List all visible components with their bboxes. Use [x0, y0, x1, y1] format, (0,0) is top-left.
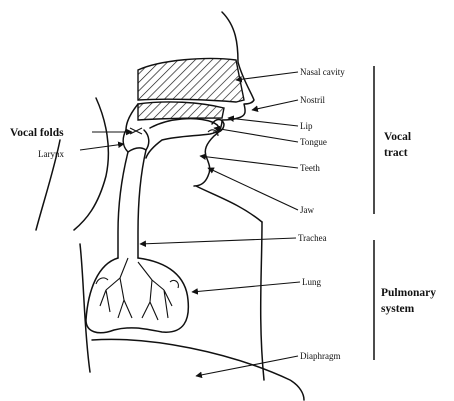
jaw-leader: [208, 168, 298, 210]
trachea-leader: [140, 238, 296, 244]
label-lung: Lung: [302, 277, 321, 287]
label-jaw: Jaw: [300, 205, 314, 215]
palate-region: [138, 102, 224, 120]
vocal-folds-mark: [130, 128, 142, 134]
torso-back-outline: [80, 244, 90, 372]
nasal-cavity-leader: [236, 72, 298, 80]
lung-leader: [192, 282, 300, 292]
diaphragm-leader: [196, 356, 298, 376]
label-tongue: Tongue: [300, 137, 327, 147]
label-diaphragm: Diaphragm: [300, 351, 341, 361]
label-larynx: Larynx: [38, 149, 64, 159]
nostril-leader: [252, 100, 298, 110]
label-trachea: Trachea: [298, 233, 327, 243]
trachea-right-wall: [138, 150, 146, 258]
neck-back-outline: [74, 98, 108, 230]
label-vocal-tract-line2: tract: [384, 147, 408, 159]
label-vocal-tract-line1: Vocal: [384, 131, 411, 143]
torso-front-outline: [261, 222, 264, 380]
label-lip: Lip: [300, 121, 313, 131]
diaphragm-line: [92, 339, 304, 400]
nasal-cavity-region: [138, 58, 244, 102]
tongue-leader: [214, 128, 298, 142]
larynx-shape: [123, 130, 149, 152]
label-nasal-cavity: Nasal cavity: [300, 67, 345, 77]
label-vocal-folds: Vocal folds: [10, 127, 64, 139]
bronchial-tree: [96, 258, 178, 320]
label-pulmonary-line1: Pulmonary: [381, 287, 436, 299]
larynx-leader: [80, 144, 124, 150]
neck-front-outline: [196, 186, 262, 222]
pharynx-back-wall: [126, 104, 138, 130]
trachea-left-wall: [118, 152, 128, 258]
lung-outline: [86, 258, 188, 333]
label-pulmonary-line2: system: [381, 303, 415, 315]
tongue-shape: [146, 119, 219, 158]
label-teeth: Teeth: [300, 163, 320, 173]
teeth-leader: [200, 156, 298, 168]
lip-leader: [228, 118, 298, 126]
label-nostril: Nostril: [300, 95, 326, 105]
